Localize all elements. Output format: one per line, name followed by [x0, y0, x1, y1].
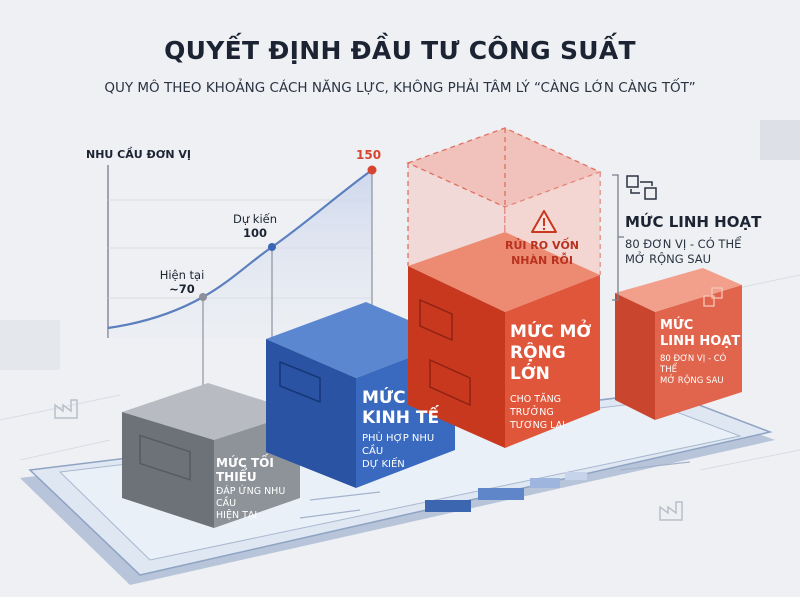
- warning-icon: [531, 210, 557, 233]
- risk-line-2: NHÀN RỖI: [511, 254, 573, 267]
- flex-callout-title: MỨC LINH HOẠT: [625, 213, 762, 231]
- current-point: [199, 293, 207, 301]
- large-block-text: MỨC MỞ RỘNG LỚN CHO TĂNG TRƯỞNG TƯƠNG LA…: [510, 322, 600, 432]
- flex-callout-line-1: 80 ĐƠN VỊ - CÓ THỂ: [625, 237, 742, 251]
- idle-capital-overlay: [406, 127, 602, 312]
- idle-capital-risk-label: RỦI RO VỐN NHÀN RỖI: [497, 238, 587, 268]
- flex-callout-graphic: [612, 174, 657, 301]
- chart-ylabel: NHU CẦU ĐƠN VỊ: [86, 148, 191, 161]
- flexible-block-text: MỨC LINH HOẠT 80 ĐƠN VỊ - CÓ THỂ MỞ RỘNG…: [660, 318, 742, 387]
- current-demand-label: Hiện tại ~70: [152, 268, 212, 296]
- flexible-desc-2: MỞ RỘNG SAU: [660, 376, 724, 386]
- background-grid: [0, 120, 800, 471]
- economic-desc-2: DỰ KIẾN: [362, 459, 405, 470]
- economic-title-2: KINH TẾ: [362, 408, 440, 428]
- minimum-desc-1: ĐÁP ỨNG NHU CẦU: [216, 486, 286, 509]
- large-desc-1: CHO TĂNG TRƯỞNG: [510, 394, 562, 418]
- current-label-text: Hiện tại: [159, 268, 205, 282]
- economic-block-text: MỨC KINH TẾ PHÙ HỢP NHU CẦU DỰ KIẾN: [362, 388, 452, 471]
- block-flexible: [615, 268, 742, 420]
- forecast-label-text: Dự kiến: [232, 212, 278, 226]
- large-desc-2: TƯƠNG LAI: [510, 420, 565, 431]
- flex-callout-line-2: MỞ RỘNG SAU: [625, 252, 712, 266]
- risk-line-1: RỦI RO VỐN: [504, 239, 580, 252]
- forecast-value: 100: [242, 226, 267, 240]
- page-title: QUYẾT ĐỊNH ĐẦU TƯ CÔNG SUẤT: [164, 36, 636, 65]
- flexible-title-1: MỨC: [660, 318, 694, 333]
- large-title-2: RỘNG LỚN: [510, 343, 566, 384]
- minimum-title: MỨC TỐI THIỂU: [216, 456, 274, 484]
- forecast-point: [268, 243, 276, 251]
- peak-point: [367, 165, 377, 175]
- flexible-desc-1: 80 ĐƠN VỊ - CÓ THỂ: [660, 354, 727, 375]
- flex-callout-desc: 80 ĐƠN VỊ - CÓ THỂ MỞ RỘNG SAU: [625, 237, 765, 267]
- peak-value: 150: [356, 148, 382, 162]
- factory-icon: [54, 399, 683, 521]
- modular-icon: [626, 175, 657, 200]
- minimum-block-text: MỨC TỐI THIỂU ĐÁP ỨNG NHU CẦU HIỆN TẠI: [216, 456, 300, 522]
- expand-icon: [703, 287, 723, 307]
- minimum-desc-2: HIỆN TẠI: [216, 510, 258, 521]
- current-value: ~70: [169, 282, 195, 296]
- block-large: [408, 232, 600, 448]
- forecast-demand-label: Dự kiến 100: [225, 212, 285, 240]
- large-title-1: MỨC MỞ: [510, 322, 592, 342]
- page-subtitle: QUY MÔ THEO KHOẢNG CÁCH NĂNG LỰC, KHÔNG …: [104, 80, 696, 96]
- flexible-title-2: LINH HOẠT: [660, 334, 741, 349]
- economic-desc-1: PHÙ HỢP NHU CẦU: [362, 433, 435, 457]
- economic-title-1: MỨC: [362, 388, 406, 408]
